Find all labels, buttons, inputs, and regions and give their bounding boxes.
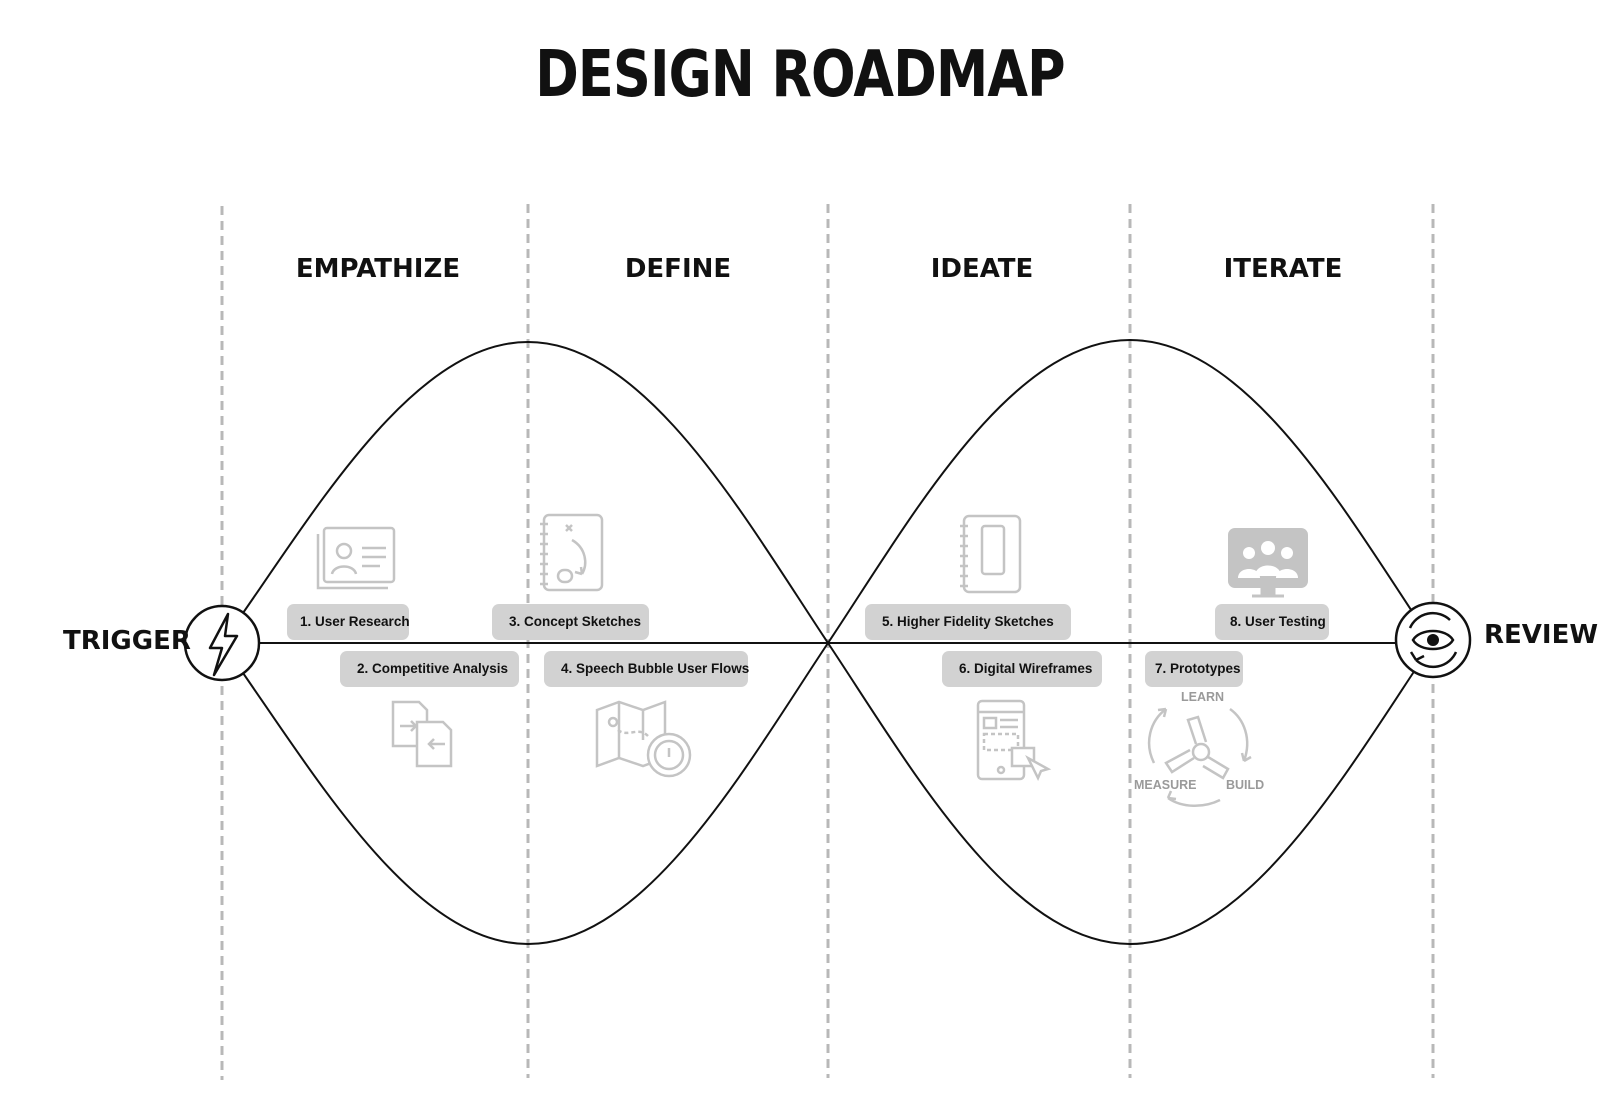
phase-ideate: IDEATE: [930, 254, 1034, 284]
diamond-2-upper: [827, 338, 1434, 644]
diamond-1-upper: [221, 340, 829, 644]
wireframe-phone-icon: [976, 699, 1052, 781]
step-6-digital-wireframes: 6. Digital Wireframes: [942, 651, 1102, 687]
trigger-label: TRIGGER: [63, 626, 191, 656]
phase-iterate: ITERATE: [1223, 254, 1343, 284]
step-5-higher-fidelity-sketches: 5. Higher Fidelity Sketches: [865, 604, 1071, 640]
step-1-user-research: 1. User Research: [287, 604, 410, 640]
map-location-icon: [595, 700, 692, 778]
review-label: REVIEW: [1484, 620, 1599, 650]
phase-empathize: EMPATHIZE: [295, 254, 461, 284]
document-compare-icon: [391, 700, 453, 768]
sketchbook-plan-icon: [540, 513, 604, 592]
cycle-label-measure: MEASURE: [1134, 778, 1197, 792]
step-7-prototypes: 7. Prototypes: [1145, 651, 1243, 687]
step-8-user-testing: 8. User Testing: [1215, 604, 1329, 640]
diamond-2-lower: [827, 642, 1434, 946]
page-title: DESIGN ROADMAP: [535, 38, 1065, 112]
step-4-speech-bubble-user-flows: 4. Speech Bubble User Flows: [544, 651, 749, 687]
step-2-competitive-analysis: 2. Competitive Analysis: [340, 651, 519, 687]
user-group-screen-icon: [1228, 528, 1308, 598]
lightning-icon: [183, 604, 261, 682]
sketchbook-phone-icon: [960, 514, 1022, 594]
build-measure-learn-cycle-icon: [1147, 707, 1252, 807]
step-3-concept-sketches: 3. Concept Sketches: [492, 604, 649, 640]
double-diamond: [221, 338, 1434, 946]
eye-review-icon: [1394, 601, 1472, 679]
profile-card-icon: [316, 526, 396, 590]
diamond-1-lower: [221, 642, 829, 946]
cycle-label-build: BUILD: [1226, 778, 1265, 792]
cycle-label-learn: LEARN: [1181, 690, 1225, 704]
phase-define: DEFINE: [624, 254, 732, 284]
